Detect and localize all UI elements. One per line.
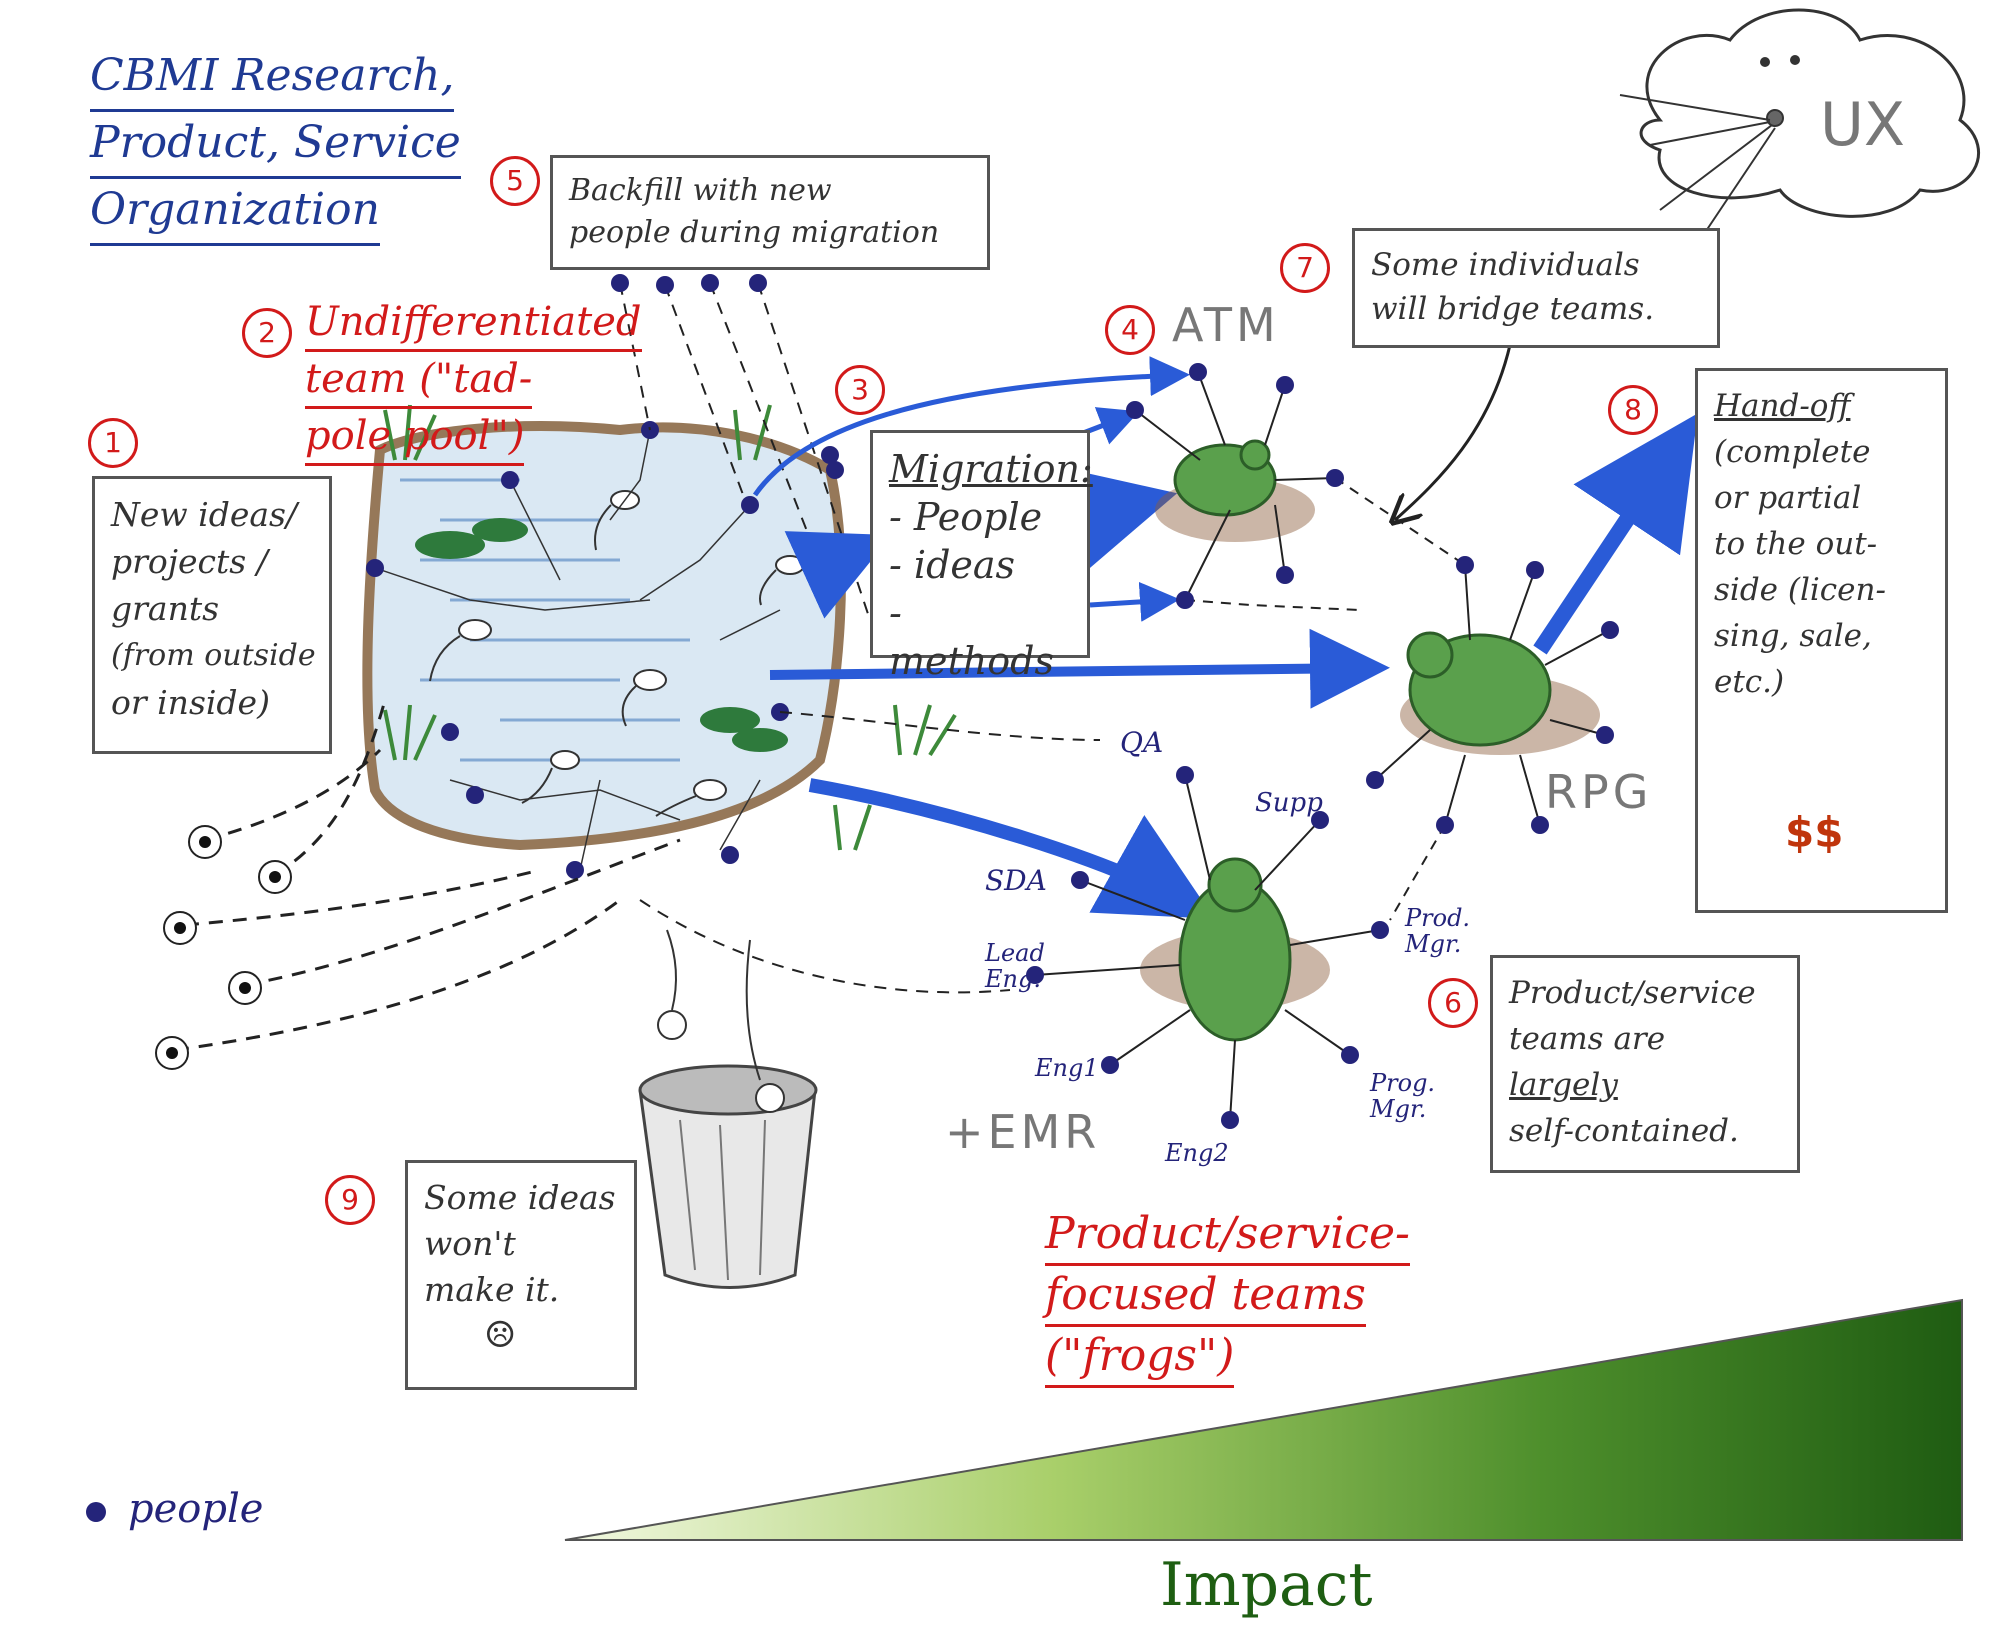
- frogs-label: Product/service- focused teams ("frogs"): [1045, 1205, 1410, 1388]
- migration-item: - methods: [889, 591, 1054, 683]
- title-line-1: CBMI Research,: [90, 45, 455, 112]
- atm-frog: [1155, 439, 1315, 542]
- new-idea-eggs: [155, 699, 681, 1070]
- step-7-line: Some individuals: [1371, 247, 1640, 283]
- sad-face-icon: ☹: [484, 1315, 517, 1356]
- backfill-people: [611, 274, 767, 294]
- step-8-line: (complete: [1714, 434, 1871, 470]
- pond-network: [374, 429, 781, 871]
- pond-to-emr-dashes: [639, 711, 1101, 994]
- rpg-frog: [1400, 631, 1600, 755]
- migration-item: - ideas: [889, 543, 1016, 587]
- tadpole-pond: [362, 404, 957, 851]
- atm-links: [1134, 371, 1466, 611]
- step-1-box: New ideas/ projects / grants (from outsi…: [92, 476, 332, 754]
- step-6-line: self-contained.: [1509, 1113, 1739, 1149]
- emr-links: [1034, 774, 1381, 1121]
- step-6-line: teams are: [1509, 1021, 1666, 1057]
- step-9-line: Some ideas: [424, 1178, 616, 1217]
- step-6-line: largely: [1509, 1067, 1618, 1103]
- step-5-line: Backfill with new: [569, 173, 832, 208]
- step-8-number: 8: [1608, 385, 1658, 435]
- team-emr-label: +EMR: [945, 1105, 1101, 1159]
- step-1-line: grants: [111, 589, 220, 628]
- role-lead-eng-line: Eng.: [985, 965, 1041, 993]
- bridge-arrow: [1395, 344, 1512, 520]
- role-supp: Supp: [1255, 788, 1323, 818]
- impact-label: Impact: [1160, 1550, 1373, 1620]
- role-prod-mgr: Prod. Mgr.: [1405, 905, 1470, 957]
- step-9-box: Some ideas won't make it. ☹: [405, 1160, 637, 1390]
- step-2-number: 2: [242, 308, 292, 358]
- step-8-line: or partial: [1714, 480, 1862, 516]
- step-2-line: Undifferentiated: [305, 295, 642, 352]
- step-2-line: pole pool"): [305, 409, 525, 466]
- step-7-number: 7: [1280, 243, 1330, 293]
- role-lead-eng-line: Lead: [985, 939, 1045, 967]
- role-eng1: Eng1: [1035, 1054, 1099, 1082]
- emr-people: [1026, 766, 1389, 1129]
- role-prog-mgr-line: Mgr.: [1370, 1095, 1427, 1123]
- role-prod-mgr-line: Prod.: [1405, 904, 1471, 932]
- step-3-number: 3: [835, 365, 885, 415]
- step-9-line: won't: [424, 1224, 516, 1263]
- step-5-number: 5: [490, 156, 540, 206]
- step-6-box: Product/service teams are largely self-c…: [1490, 955, 1800, 1173]
- bucket-icon: [638, 929, 818, 1289]
- legend-dot: [86, 1502, 106, 1522]
- title-line-3: Organization: [90, 179, 380, 246]
- ux-cloud: [1619, 8, 1980, 241]
- step-8-line: Hand-off: [1714, 388, 1851, 424]
- role-prog-mgr: Prog. Mgr.: [1370, 1070, 1435, 1122]
- step-1-number: 1: [88, 418, 138, 468]
- rpg-people: [1366, 556, 1619, 834]
- team-rpg-label: RPG: [1545, 765, 1653, 819]
- step-1-line: projects /: [111, 542, 268, 581]
- role-prog-mgr-line: Prog.: [1370, 1069, 1436, 1097]
- rpg-links: [1374, 564, 1611, 921]
- role-prod-mgr-line: Mgr.: [1405, 930, 1462, 958]
- frogs-label-line: ("frogs"): [1045, 1327, 1235, 1388]
- step-1-line: New ideas/: [111, 495, 298, 534]
- role-qa: QA: [1120, 726, 1164, 759]
- legend-people-label: people: [128, 1486, 264, 1532]
- diagram-title: CBMI Research, Product, Service Organiza…: [90, 45, 461, 246]
- step-8-line: side (licen-: [1714, 572, 1886, 608]
- step-8-box: Hand-off (complete or partial to the out…: [1695, 368, 1948, 913]
- impact-wedge: [564, 1298, 1963, 1541]
- team-atm-label: ATM: [1172, 298, 1280, 352]
- step-5-box: Backfill with new people during migratio…: [550, 155, 990, 270]
- step-7-box: Some individuals will bridge teams.: [1352, 228, 1720, 348]
- step-8-line: etc.): [1714, 664, 1785, 700]
- title-line-2: Product, Service: [90, 112, 461, 179]
- step-6-line: Product/service: [1509, 975, 1756, 1011]
- frogs-label-line: focused teams: [1045, 1266, 1366, 1327]
- step-2-label: Undifferentiated team ("tad- pole pool"): [305, 295, 642, 466]
- role-sda: SDA: [985, 864, 1047, 897]
- money-label: $$: [1785, 808, 1844, 857]
- step-4-number: 4: [1105, 305, 1155, 355]
- step-7-line: will bridge teams.: [1371, 291, 1655, 327]
- frogs-label-line: Product/service-: [1045, 1205, 1410, 1266]
- role-lead-eng: Lead Eng.: [985, 940, 1045, 992]
- step-9-line: make it.: [424, 1270, 560, 1309]
- step-8-line: sing, sale,: [1714, 618, 1872, 654]
- step-2-line: team ("tad-: [305, 352, 533, 409]
- step-8-line: to the out-: [1714, 526, 1878, 562]
- emr-frog: [1140, 857, 1330, 1042]
- step-9-number: 9: [325, 1175, 375, 1225]
- migration-title: Migration:: [889, 447, 1093, 491]
- role-eng2: Eng2: [1165, 1139, 1229, 1167]
- migration-item: - People: [889, 495, 1043, 539]
- atm-people: [1126, 363, 1344, 609]
- step-5-line: people during migration: [569, 215, 940, 250]
- step-1-line: (from outside: [111, 638, 316, 673]
- step-1-line: or inside): [111, 683, 270, 722]
- migration-arrows: [752, 356, 1698, 919]
- migration-box: Migration: - People - ideas - methods: [870, 430, 1093, 683]
- cloud-ux-label: UX: [1820, 90, 1906, 160]
- step-6-number: 6: [1428, 978, 1478, 1028]
